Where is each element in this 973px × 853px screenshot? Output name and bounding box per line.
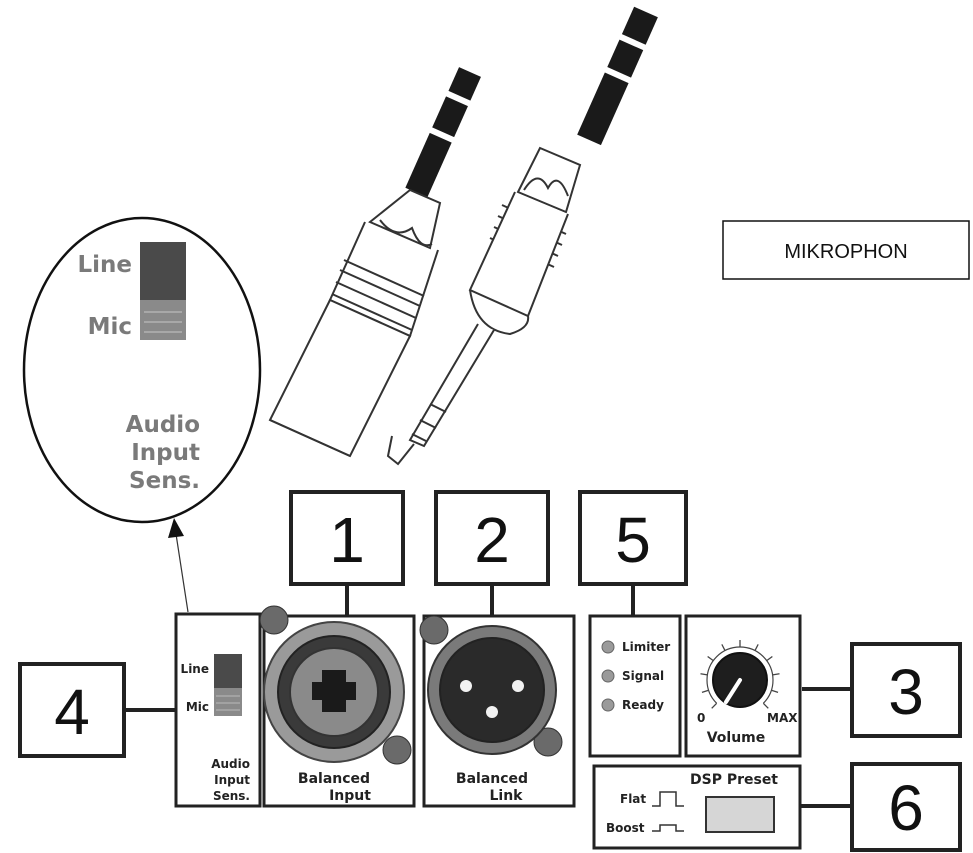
- callout-box-2: 2: [434, 490, 550, 616]
- volume-min-label: 0: [697, 711, 705, 725]
- volume-dial-arc: [706, 646, 774, 704]
- callout-number-4: 4: [54, 676, 90, 748]
- sens-label-line1: Audio: [211, 757, 250, 771]
- boost-position-icon: [652, 824, 684, 832]
- volume-max-label: MAX: [767, 711, 798, 725]
- balanced-link-label-line2: Link: [490, 788, 524, 804]
- zoom-title-line2: Input: [131, 440, 200, 466]
- dsp-boost-label: Boost: [606, 821, 645, 835]
- dsp-preset-panel: DSP Preset Flat Boost: [592, 764, 802, 850]
- callout-number-6: 6: [888, 772, 924, 844]
- volume-label: Volume: [707, 730, 766, 746]
- volume-panel: 0 MAX Volume: [684, 614, 802, 758]
- signal-led-icon: [601, 669, 615, 683]
- sens-label-line2: Input: [214, 773, 250, 787]
- balanced-link-panel: Balanced Link: [419, 614, 576, 808]
- xlr-plug-illustration: [268, 67, 481, 458]
- mikrophon-label: MIKROPHON: [784, 241, 907, 263]
- callout-box-4: 4: [18, 662, 176, 758]
- volume-tick: [700, 673, 708, 676]
- balanced-input-panel: Balanced Input: [259, 605, 416, 808]
- combo-jack-center-icon: [312, 670, 356, 712]
- jack-plug-illustration: [386, 6, 658, 466]
- volume-dial-ticks: [700, 640, 780, 709]
- zoom-ellipse-sensitivity: Line Mic Audio Input Sens.: [22, 216, 262, 524]
- ready-label: Ready: [622, 698, 664, 712]
- callout-number-5: 5: [615, 504, 651, 576]
- sens-label-line3: Sens.: [213, 789, 250, 803]
- zoom-line-label: Line: [77, 252, 132, 278]
- volume-tick: [711, 702, 718, 709]
- dsp-flat-label: Flat: [620, 792, 646, 806]
- balanced-link-label-line1: Balanced: [456, 771, 528, 787]
- callout-box-1: 1: [289, 490, 405, 616]
- limiter-label: Limiter: [622, 640, 670, 654]
- zoom-title-line3: Sens.: [129, 468, 200, 494]
- volume-tick: [772, 673, 780, 676]
- balanced-input-label-line1: Balanced: [298, 771, 370, 787]
- volume-tick: [766, 655, 773, 662]
- flat-position-icon: [652, 791, 684, 807]
- limiter-led-icon: [601, 640, 615, 654]
- volume-tick: [754, 644, 759, 651]
- callout-number-1: 1: [329, 504, 365, 576]
- dsp-preset-button[interactable]: [705, 796, 775, 833]
- sensitivity-switch-panel: Line Mic Audio Input Sens.: [174, 612, 262, 808]
- callout-box-3: 3: [802, 642, 962, 738]
- balanced-input-label-line2: Input: [329, 788, 371, 804]
- xlr-pin-2: [512, 680, 524, 692]
- volume-tick: [707, 655, 714, 662]
- zoom-mic-label: Mic: [88, 314, 132, 340]
- volume-knob-indicator: [724, 678, 742, 704]
- dsp-preset-title: DSP Preset: [690, 772, 778, 788]
- callout-number-3: 3: [888, 656, 924, 728]
- callout-box-5: 5: [578, 490, 688, 616]
- volume-tick: [762, 702, 769, 709]
- volume-tick: [701, 689, 709, 693]
- zoom-title-line1: Audio: [126, 412, 200, 438]
- callout-box-6: 6: [800, 762, 962, 852]
- signal-label: Signal: [622, 669, 664, 683]
- xlr-pin-1: [460, 680, 472, 692]
- xlr-pin-3: [486, 706, 498, 718]
- switch-mic-label: Mic: [186, 700, 209, 714]
- zoom-pointer-arrow: [168, 518, 189, 613]
- callout-number-2: 2: [474, 504, 510, 576]
- sensitivity-switch[interactable]: [214, 654, 242, 688]
- volume-tick: [721, 644, 726, 651]
- ready-led-icon: [601, 698, 615, 712]
- volume-tick: [771, 689, 779, 693]
- led-indicator-panel: Limiter Signal Ready: [588, 614, 682, 758]
- xlr-output-socket[interactable]: [439, 637, 545, 743]
- mikrophon-label-box: MIKROPHON: [722, 220, 970, 280]
- switch-line-label: Line: [181, 662, 209, 676]
